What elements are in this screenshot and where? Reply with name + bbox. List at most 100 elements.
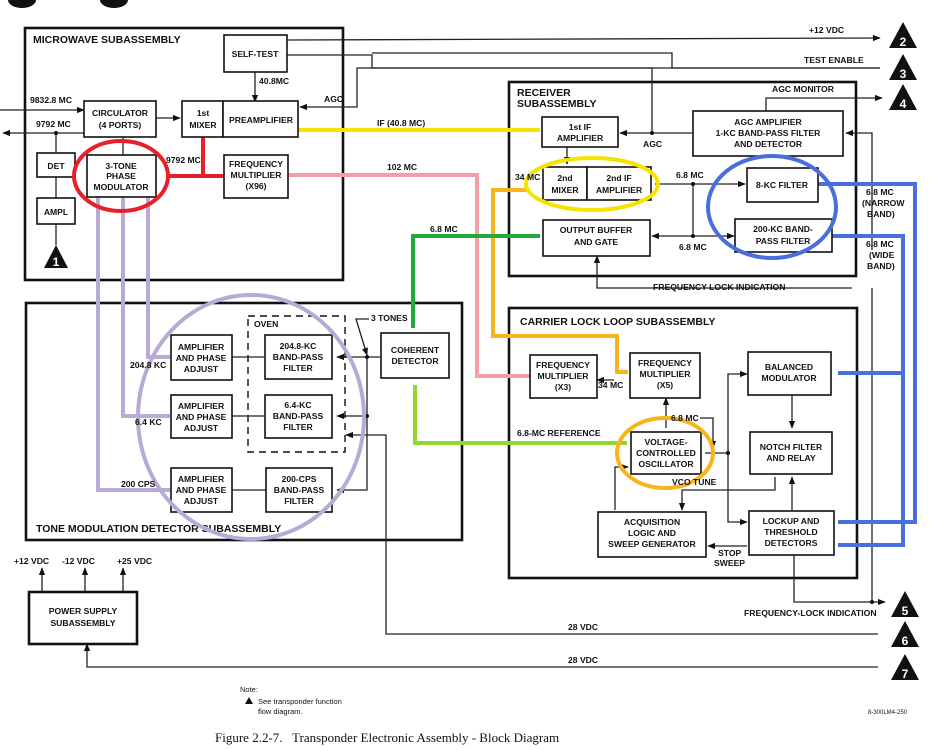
second-if-amplifier-block — [586, 166, 652, 201]
label-200cps: 200 CPS — [121, 479, 156, 489]
label-34mc-carrier: 34 MC — [598, 380, 623, 390]
first-mixer-label-1: 1st — [197, 108, 210, 118]
bpf-2048kc-label-2: BAND-PASS — [273, 352, 324, 362]
label-2048kc: 204.8 KC — [130, 360, 166, 370]
power-supply-label-2: SUBASSEMBLY — [50, 618, 115, 628]
label-68mc-vco: 6.8 MC — [671, 413, 699, 423]
label-vco-tune: VCO TUNE — [672, 477, 717, 487]
label-wide-band-3: BAND) — [867, 261, 895, 271]
vco-label-1: VOLTAGE- — [644, 437, 687, 447]
amp-phase-adjust-1-label-3: ADJUST — [184, 364, 219, 374]
connector-7-label: 7 — [902, 667, 909, 681]
oven-label: OVEN — [254, 319, 278, 329]
balanced-modulator-block — [747, 351, 832, 396]
connector-4-icon — [889, 84, 917, 110]
freq-mult-x96-label-2: MULTIPLIER — [231, 170, 283, 180]
lockup-detectors-label-2: THRESHOLD — [764, 527, 817, 537]
circulator-block — [83, 100, 157, 138]
first-if-amplifier-label-1: 1st IF — [569, 122, 591, 132]
label-3-tones: 3 TONES — [371, 313, 408, 323]
microwave-subassembly-frame — [23, 26, 345, 282]
label-wide-band-2: (WIDE — [869, 250, 895, 260]
red-highlight-ring — [72, 139, 170, 213]
connector-2-label: 2 — [900, 35, 907, 49]
receiver-subassembly-frame — [507, 80, 858, 278]
label-28vdc-b: 28 VDC — [568, 655, 598, 665]
orange-trace-34mc — [491, 188, 628, 374]
connector-6-icon — [891, 621, 919, 647]
bpf-64kc-block — [264, 394, 333, 439]
pink-trace-102mc — [289, 173, 530, 378]
power-out-minus12-label: -12 VDC — [62, 556, 95, 566]
lavender-highlight-ring — [136, 293, 366, 541]
connector-3-label: 3 — [900, 67, 907, 81]
filter-200kc-label-2: PASS FILTER — [756, 236, 811, 246]
label-narrow-band-2: (NARROW — [862, 198, 905, 208]
lavender-trace-64kc — [121, 197, 170, 418]
preamplifier-label: PREAMPLIFIER — [229, 115, 294, 125]
red-trace-9792mc — [167, 128, 224, 178]
acquisition-logic-label-3: SWEEP GENERATOR — [608, 539, 696, 549]
label-28vdc-a: 28 VDC — [568, 622, 598, 632]
ampl-label: AMPL — [44, 207, 68, 217]
label-agc-preamp: AGC — [324, 94, 343, 104]
amp-phase-adjust-2-block — [170, 394, 233, 439]
label-68mc-a: 6.8 MC — [676, 170, 704, 180]
vco-label-2: CONTROLLED — [636, 448, 696, 458]
power-supply-block — [27, 590, 139, 646]
connector-triangles: 2 3 4 5 6 7 — [889, 22, 919, 681]
label-stop-sweep-2: SWEEP — [714, 558, 745, 568]
circulator-label-2: (4 PORTS) — [99, 120, 142, 130]
coherent-detector-label-2: DETECTOR — [391, 356, 439, 366]
output-buffer-label-1: OUTPUT BUFFER — [560, 225, 633, 235]
connector-5-label: 5 — [902, 604, 909, 618]
ampl-block — [36, 197, 76, 225]
freq-mult-x5-block — [629, 352, 701, 399]
connector-2-icon — [889, 22, 917, 48]
label-408mc: 40.8MC — [259, 76, 289, 86]
connector-5-icon — [891, 591, 919, 617]
phase-modulator-label-1: 3-TONE — [105, 161, 137, 171]
first-mixer-block — [181, 100, 224, 138]
second-mixer-label-1: 2nd — [557, 173, 572, 183]
connector-6-label: 6 — [902, 634, 909, 648]
orange-highlight-ring — [615, 416, 715, 490]
figure-caption: Figure 2.2-7. Transponder Electronic Ass… — [215, 730, 559, 745]
label-68mc-reference: 6.8-MC REFERENCE — [517, 428, 601, 438]
connector-3-icon — [889, 54, 917, 80]
label-102mc: 102 MC — [387, 162, 417, 172]
label-frequency-lock-indication-2: FREQUENCY-LOCK INDICATION — [744, 608, 877, 618]
receiver-subassembly-title-1: RECEIVER — [517, 87, 571, 99]
note-line-2: flow diagram. — [258, 707, 303, 716]
blue-highlight-ring — [706, 154, 838, 260]
connector-1-label: 1 — [53, 255, 60, 269]
blue-trace-narrow-band — [818, 182, 917, 524]
filter-200kc-label-1: 200-KC BAND- — [753, 224, 813, 234]
phase-modulator-label-2: PHASE — [106, 171, 136, 181]
connector-1-icon — [44, 245, 68, 268]
microwave-subassembly-title: MICROWAVE SUBASSEMBLY — [33, 34, 181, 46]
label-agc-rx: AGC — [643, 139, 662, 149]
label-9832mc: 9832.8 MC — [30, 95, 72, 105]
bpf-200cps-label-3: FILTER — [284, 496, 314, 506]
label-test-enable: TEST ENABLE — [804, 55, 864, 65]
freq-mult-x5-label-1: FREQUENCY — [638, 358, 692, 368]
balanced-modulator-label-2: MODULATOR — [761, 373, 817, 383]
second-if-amplifier-label-1: 2nd IF — [606, 173, 631, 183]
phase-modulator-block — [86, 154, 157, 198]
agc-amplifier-block — [692, 110, 844, 157]
amp-phase-adjust-1-block — [170, 334, 233, 381]
notch-filter-label-2: AND RELAY — [766, 453, 816, 463]
yellow-highlight-ring — [524, 156, 660, 212]
label-frequency-lock-indication: FREQUENCY LOCK INDICATION — [653, 282, 785, 292]
freq-mult-x96-label-1: FREQUENCY — [229, 159, 283, 169]
label-68mc-b: 6.8 MC — [679, 242, 707, 252]
bpf-64kc-label-1: 6.4-KC — [284, 400, 311, 410]
amp-phase-adjust-3-label-2: AND PHASE — [176, 485, 227, 495]
filter-8kc-block — [746, 167, 819, 203]
first-if-amplifier-block — [541, 116, 619, 148]
bpf-64kc-label-3: FILTER — [283, 422, 313, 432]
freq-mult-x96-block — [223, 154, 289, 199]
bpf-200cps-label-1: 200-CPS — [282, 474, 317, 484]
